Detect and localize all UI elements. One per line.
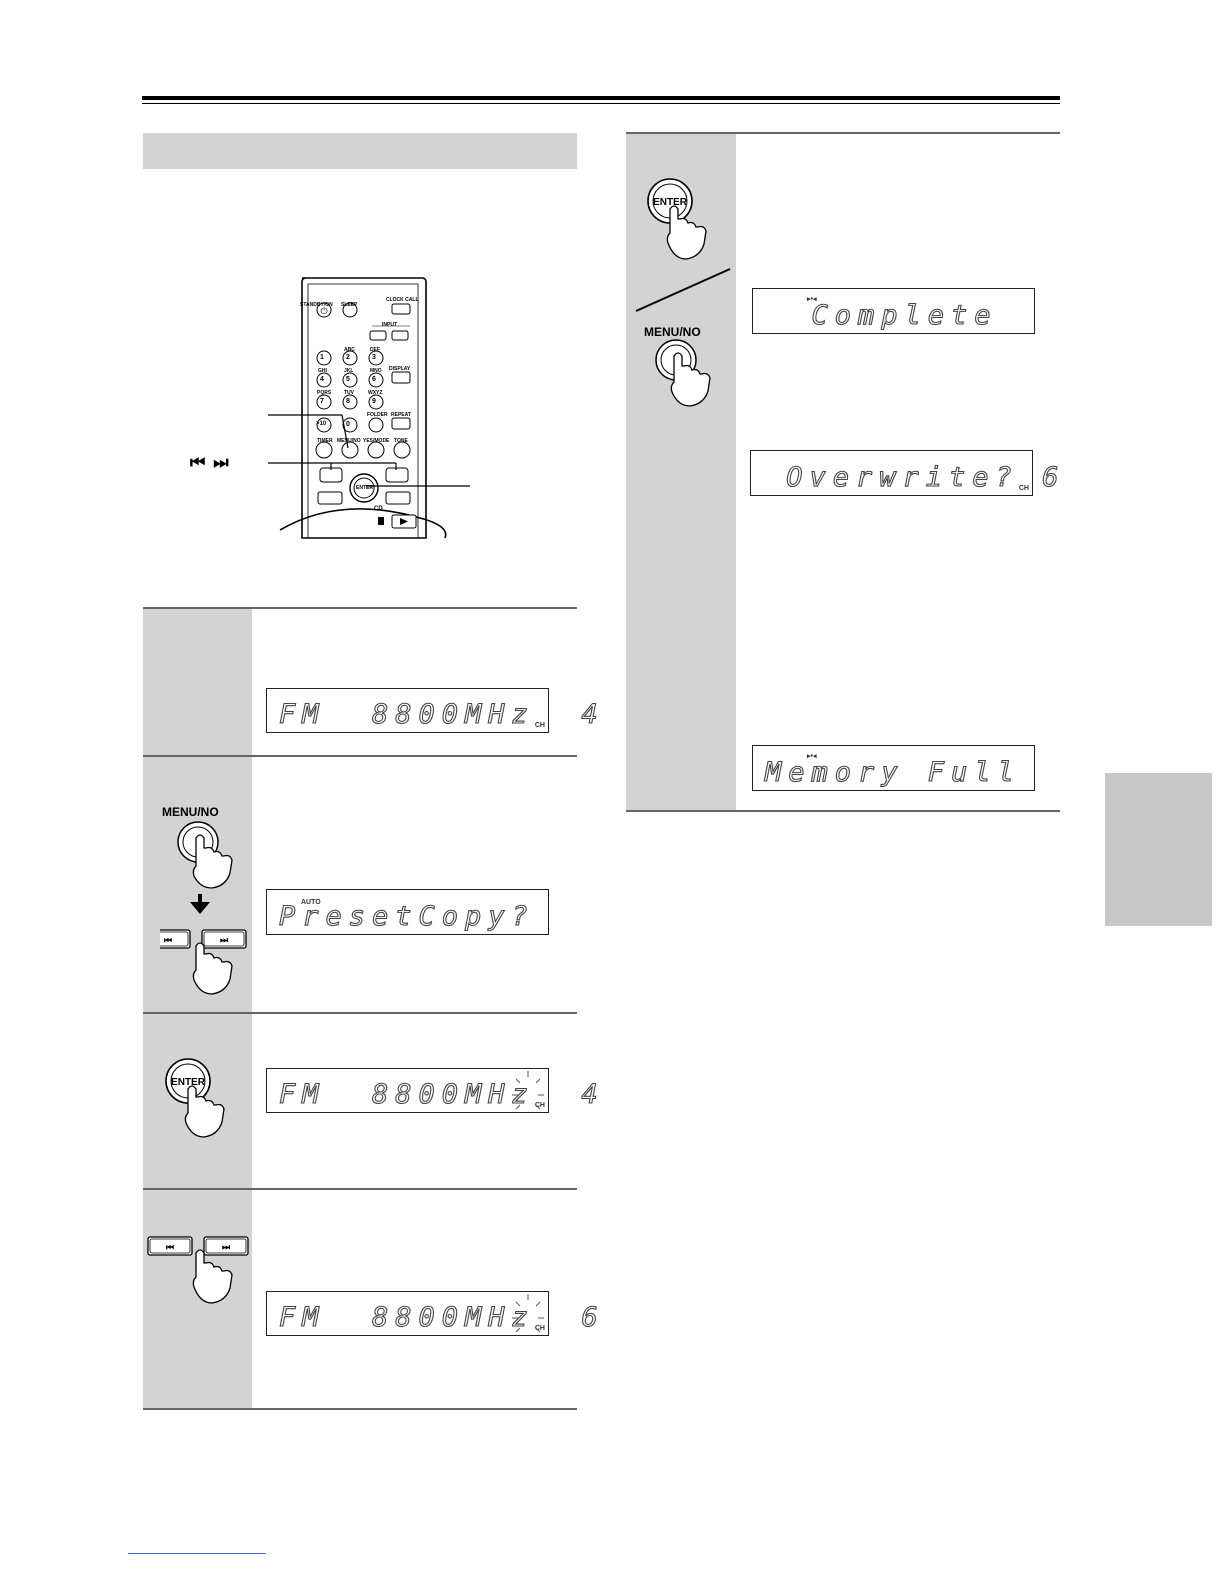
remote-digit-8: 8 (346, 398, 350, 405)
step5-menu-no-label: MENU/NO (644, 325, 701, 339)
overwrite-display-text: Overwrite? 6 (763, 462, 1066, 493)
step2-top-rule (143, 755, 577, 757)
remote-digit-1: 1 (320, 354, 324, 361)
step1-top-rule (143, 607, 577, 609)
skip-keys-callout-label: ⏮ ⏭ (190, 453, 230, 473)
remote-cd-label: CD (374, 506, 383, 512)
remote-digit-4: 4 (320, 376, 324, 383)
complete-display: ▸•◂ Complete (752, 288, 1035, 334)
remote-digit-2: 2 (346, 354, 350, 361)
remote-abc-label: ABC (344, 347, 355, 353)
step4-skip-buttons-illustration: ⏮ ⏭ (147, 1236, 249, 1304)
remote-digit-6: 6 (372, 376, 376, 383)
remote-standby-label: STANDBY/ON (300, 302, 333, 308)
step3-display-text: FM 8800MHz 4 (278, 1079, 605, 1110)
step1-display: FM 8800MHz 4 CH (266, 688, 598, 733)
step3-blink-marks (512, 1071, 544, 1110)
step4-gray-column (143, 1190, 252, 1408)
step4-display-text: FM 8800MHz 6 (278, 1302, 605, 1333)
remote-repeat-label: REPEAT (391, 412, 411, 418)
footer-link-underline (128, 1553, 266, 1554)
overwrite-display: Overwrite? 6 CH (750, 450, 1059, 496)
memory-full-display: ▸•◂ Memory Full (752, 745, 1035, 791)
remote-sleep-label: SLEEP (341, 302, 358, 308)
svg-text:⏭: ⏭ (220, 936, 229, 946)
memory-full-indicator: ▸•◂ (807, 753, 817, 760)
remote-def-label: DEF (370, 347, 380, 353)
step2-menu-no-label: MENU/NO (162, 805, 219, 819)
remote-wxyz-label: WXYZ (368, 390, 383, 396)
remote-digit-9: 9 (372, 398, 376, 405)
remote-enter-label: ENTER (356, 485, 373, 491)
step1-display-text: FM 8800MHz 4 (278, 699, 605, 730)
step2-auto-indicator: AUTO (301, 899, 321, 906)
remote-timer-label: TIMER (317, 438, 333, 444)
step4-bottom-rule (143, 1408, 577, 1410)
remote-folder-label: FOLDER (367, 412, 388, 418)
remote-digit-0: 0 (346, 421, 350, 428)
step4-ch-label: CH (534, 1325, 545, 1332)
complete-display-text: Complete (765, 300, 998, 331)
remote-tuv-label: TUV (344, 390, 354, 396)
remote-mno-label: MNO (370, 368, 382, 374)
step3-ch-label: CH (534, 1102, 545, 1109)
step2-display: AUTO PresetCopy? (266, 889, 549, 935)
remote-display-label: DISPLAY (389, 366, 411, 372)
remote-pqrs-label: PQRS (317, 390, 332, 396)
step4-display: FM 8800MHz 6 CH (266, 1291, 598, 1336)
memory-full-display-text: Memory Full (764, 757, 1021, 788)
step2-display-text: PresetCopy? (278, 901, 535, 932)
remote-ghi-label: GHI (318, 368, 327, 374)
svg-text:⏮: ⏮ (166, 1243, 174, 1253)
svg-text:⏭: ⏭ (222, 1243, 231, 1253)
remote-digit-5: 5 (346, 376, 350, 383)
remote-jkl-label: JKL (344, 368, 354, 374)
remote-control-illustration: ⏻ (268, 277, 470, 539)
remote-tone-label: TONE (394, 438, 408, 444)
step3-enter-text: ENTER (171, 1077, 206, 1088)
svg-text:⏮: ⏮ (164, 936, 172, 946)
step3-enter-button-illustration: ENTER (165, 1058, 225, 1138)
step1-gray-column (143, 609, 252, 755)
remote-clock-call-label: CLOCK CALL (386, 297, 419, 303)
step4-top-rule (143, 1188, 577, 1190)
header-rule-thick (142, 96, 1060, 100)
header-rule-thin (142, 103, 1060, 104)
step5-top-rule (626, 132, 1060, 134)
chapter-side-tab (1105, 773, 1212, 926)
step5-enter-text: ENTER (653, 197, 688, 208)
step2-menu-no-button-illustration: ⏮ ⏭ (160, 821, 247, 995)
remote-yes-mode-label: YES/MODE (363, 438, 390, 444)
step3-top-rule (143, 1012, 577, 1014)
remote-digit-3: 3 (372, 354, 376, 361)
step5-enter-button-illustration: ENTER (647, 178, 707, 260)
overwrite-ch-label: CH (1018, 485, 1029, 492)
remote-input-label: INPUT (382, 322, 397, 328)
step1-ch-label: CH (534, 722, 545, 729)
complete-indicator: ▸•◂ (807, 296, 817, 303)
step5-menu-no-button-illustration (655, 339, 711, 407)
remote-menu-no-label: MENU/NO (337, 438, 361, 444)
step4-blink-marks (512, 1294, 544, 1333)
remote-digit-10plus: >10 (316, 421, 327, 427)
step5-bottom-rule (626, 810, 1060, 812)
remote-digit-7: 7 (320, 398, 324, 405)
step5-slash-divider (635, 268, 731, 312)
section-heading-band (143, 133, 577, 169)
svg-text:⏻: ⏻ (320, 306, 327, 317)
step3-display: FM 8800MHz 4 CH (266, 1068, 598, 1113)
